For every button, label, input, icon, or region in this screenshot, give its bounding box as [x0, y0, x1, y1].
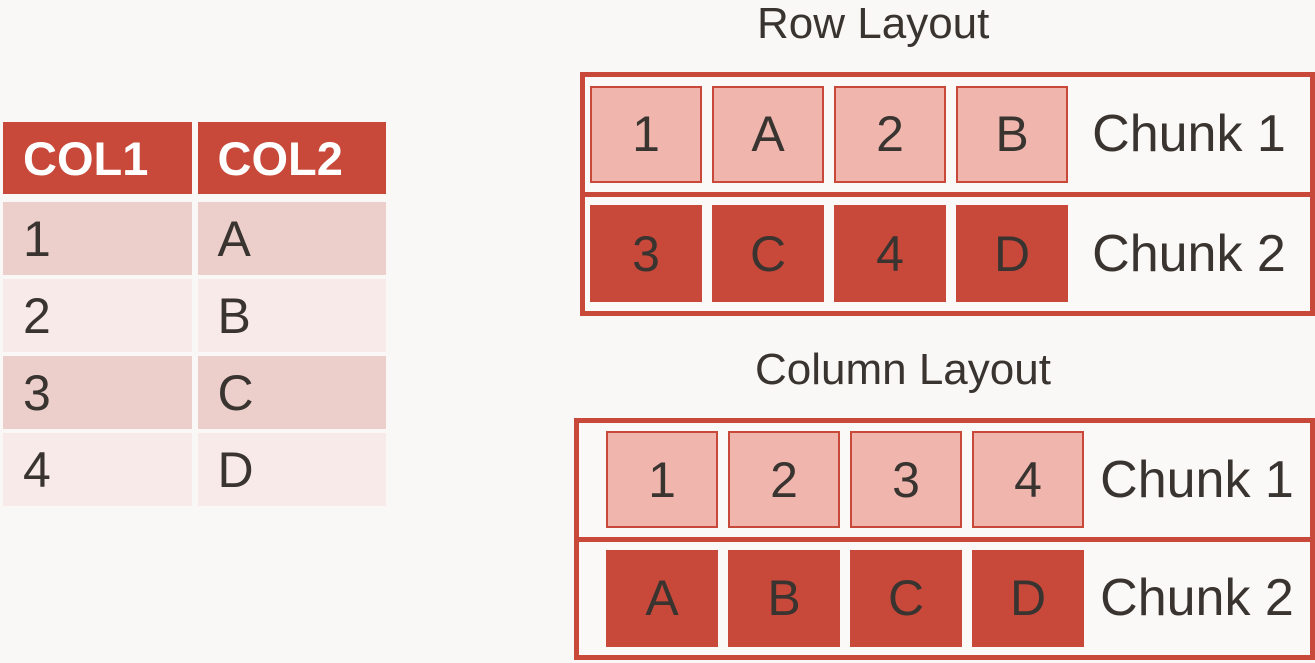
table-header-col2: COL2 [197, 122, 386, 194]
chunk-label: Chunk 1 [1100, 450, 1294, 509]
chunk-cell: D [956, 205, 1068, 303]
chunk-cells: 3 C 4 D [585, 205, 1068, 303]
table-row: 1 A [3, 202, 386, 275]
table-cell: 2 [3, 279, 192, 352]
row-layout-chunk-1: 1 A 2 B Chunk 1 [585, 77, 1310, 197]
chunk-cell: C [712, 205, 824, 303]
table-cell: B [197, 279, 386, 352]
source-table: COL1 COL2 1 A 2 B 3 C 4 D [3, 122, 386, 510]
chunk-cell: A [606, 549, 718, 647]
column-layout-box: 1 2 3 4 Chunk 1 A B C D Chunk 2 [574, 418, 1315, 660]
chunk-cell: 2 [834, 85, 946, 183]
column-layout-chunk-1: 1 2 3 4 Chunk 1 [579, 423, 1310, 542]
table-cell: 4 [3, 433, 192, 506]
chunk-cell: B [956, 85, 1068, 183]
chunk-cell: 2 [728, 431, 840, 529]
chunk-label: Chunk 2 [1100, 569, 1294, 628]
chunk-label: Chunk 2 [1092, 224, 1286, 283]
chunk-cells: 1 A 2 B [585, 85, 1068, 183]
chunk-cell: 1 [606, 431, 718, 529]
table-row: 4 D [3, 433, 386, 506]
chunk-cell: 3 [850, 431, 962, 529]
row-layout-box: 1 A 2 B Chunk 1 3 C 4 D Chunk 2 [580, 72, 1315, 316]
chunk-cells: A B C D [579, 549, 1084, 647]
table-cell: A [197, 202, 386, 275]
table-cell: C [197, 356, 386, 429]
column-layout-chunk-2: A B C D Chunk 2 [579, 542, 1310, 656]
table-row: 3 C [3, 356, 386, 429]
table-cell: 3 [3, 356, 192, 429]
table-cell: D [197, 433, 386, 506]
chunk-cell: A [712, 85, 824, 183]
table-header-col1: COL1 [3, 122, 192, 194]
row-layout-chunk-2: 3 C 4 D Chunk 2 [585, 197, 1310, 312]
column-layout-title: Column Layout [755, 345, 1051, 394]
chunk-cell: B [728, 549, 840, 647]
chunk-cell: 3 [590, 205, 702, 303]
chunk-cell: 4 [834, 205, 946, 303]
chunk-cell: C [850, 549, 962, 647]
table-header-row: COL1 COL2 [3, 122, 386, 194]
chunk-label: Chunk 1 [1092, 105, 1286, 164]
table-row: 2 B [3, 279, 386, 352]
table-cell: 1 [3, 202, 192, 275]
chunk-cell: D [972, 549, 1084, 647]
chunk-cell: 1 [590, 85, 702, 183]
chunk-cells: 1 2 3 4 [579, 431, 1084, 529]
row-layout-title: Row Layout [757, 0, 990, 48]
chunk-cell: 4 [972, 431, 1084, 529]
